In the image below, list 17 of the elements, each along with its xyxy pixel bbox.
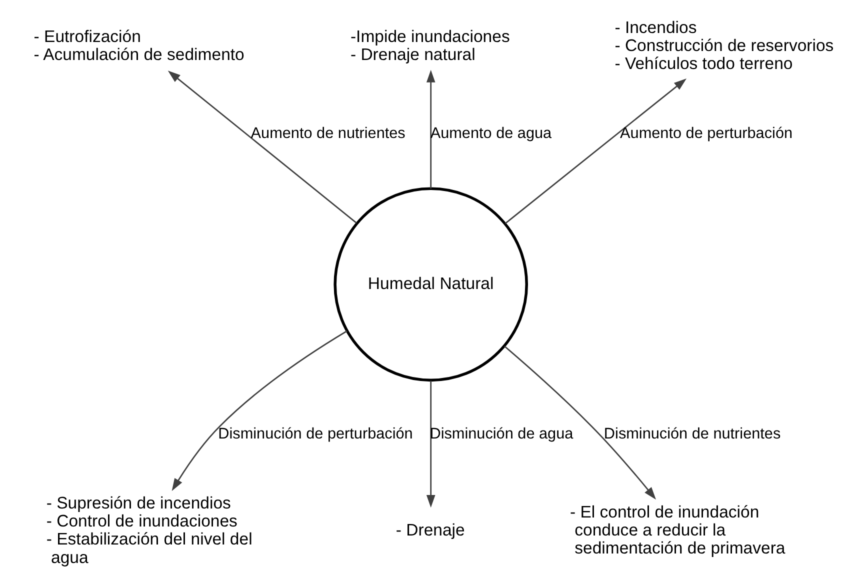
arrow [172,330,348,492]
node-circle: Humedal Natural [334,187,528,382]
edge-label: Aumento de nutrientes [250,125,406,142]
arrow [426,380,436,508]
node-text: - Eutrofización - Acumulación de sedimento [34,26,244,64]
node-text: -Impide inundaciones - Drenaje natural [350,26,510,64]
node-text: - Incendios - Construcción de reservorios - Vehículos todo terreno [614,18,834,74]
node-text: - El control de inundación conduce a reducir la sedimentación de primavera [570,502,786,558]
arrow [504,78,687,224]
edge-label: Disminución de nutrientes [604,426,781,443]
arrow [426,70,436,189]
node-text: - Drenaje [396,520,465,540]
arrow [168,70,357,224]
node-text: - Supresión de incendios - Control de inundaciones - Estabilización del nivel del agua [46,493,252,567]
edge-label: Disminución de perturbación [218,426,413,443]
edge-label: Aumento de perturbación [620,125,793,142]
arrow [504,346,656,500]
